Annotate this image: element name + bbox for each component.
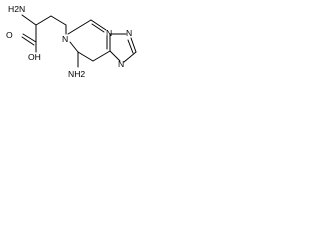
bond-c4-c5 (92, 50, 111, 62)
bond-amine-alpha (21, 14, 37, 26)
bond-c5-c6 (77, 51, 94, 62)
bond-carbonyl-2 (21, 36, 35, 46)
bond-alpha-ch2 (35, 15, 52, 26)
bond-c8-n7-1 (130, 37, 137, 53)
bond-c2-n3-1 (90, 19, 107, 31)
bond-ch2-ch2 (50, 15, 67, 26)
carboxyl-oh-label: OH (28, 52, 41, 62)
carboxyl-o-label: O (6, 30, 13, 40)
bond-c8-n7-2 (127, 39, 134, 54)
ring-n3-label: N (106, 28, 112, 38)
bond-c4-n9 (109, 50, 121, 62)
bond-c6-n1 (69, 41, 79, 53)
chemical-structure-diagram: H2N O OH N N N N NH2 (6, 4, 137, 79)
ring-n9-label: N (118, 59, 124, 69)
bond-carbonyl-1 (22, 33, 37, 43)
bond-n1-c2 (67, 19, 92, 35)
ring-n7-label: N (126, 28, 132, 38)
amino-top-label: H2N (8, 4, 25, 14)
amino-bottom-label: NH2 (68, 69, 85, 79)
bond-n9-c8 (123, 51, 137, 63)
ring-n1-label: N (62, 34, 68, 44)
bond-c2-n3-2 (91, 23, 105, 33)
